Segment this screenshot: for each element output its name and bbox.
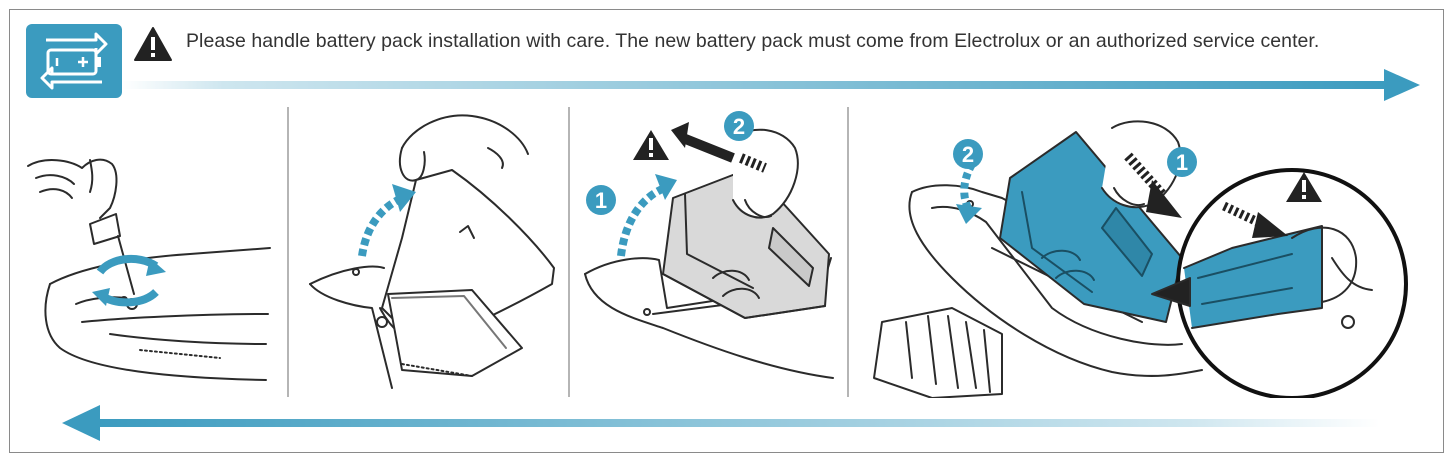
- remove-battery-illustration: 1 2: [584, 111, 834, 379]
- warning-triangle-icon: [1286, 172, 1322, 202]
- step-number-1: 1: [595, 188, 607, 213]
- step-badge-1: [1167, 147, 1197, 177]
- battery-replace-icon: [26, 24, 122, 98]
- warning-triangle-icon: [633, 130, 669, 160]
- unscrew-illustration: [27, 158, 271, 381]
- insert-battery-illustration: 2 1: [873, 120, 1408, 398]
- lift-cover-illustration: [309, 114, 555, 389]
- step-panel-unscrew: [20, 108, 282, 398]
- step-badge-2: [953, 139, 983, 169]
- step-number-1: 1: [1176, 150, 1188, 175]
- step-panel-insert-battery: 2 1: [852, 108, 1424, 398]
- step-panel-remove-battery: 1 2: [573, 108, 843, 398]
- step-badge-2: [724, 111, 754, 141]
- panel-divider: [287, 107, 289, 397]
- warning-text: Please handle battery pack installation …: [186, 30, 1320, 52]
- direction-arrow-right: [122, 68, 1422, 102]
- step-panel-lift-cover: [292, 108, 564, 398]
- panel-divider: [568, 107, 570, 397]
- step-number-2: 2: [962, 142, 974, 167]
- warning-triangle-icon: [133, 26, 173, 62]
- step-badge-1: [586, 185, 616, 215]
- step-number-2: 2: [733, 114, 745, 139]
- panel-divider: [847, 107, 849, 397]
- direction-arrow-left: [60, 405, 1380, 441]
